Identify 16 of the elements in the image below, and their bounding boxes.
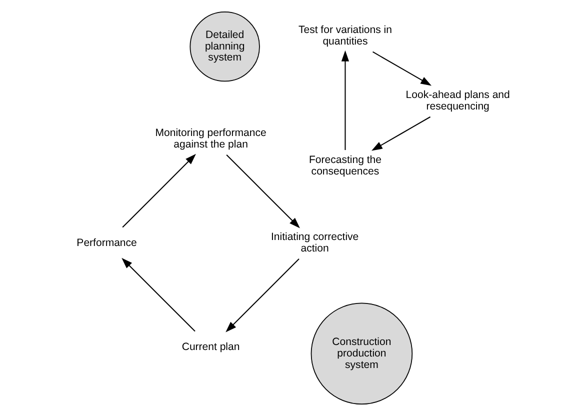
node-text: Forecasting the consequences xyxy=(308,154,381,178)
node-text: Test for variations in quantities xyxy=(298,24,392,48)
arrow xyxy=(121,258,195,332)
node-text: Look-ahead plans and resequencing xyxy=(405,88,510,112)
arrow xyxy=(372,51,432,86)
node-circle: Construction production system xyxy=(310,302,412,405)
node-text: Performance xyxy=(76,236,136,249)
node-text: Monitoring performance against the plan xyxy=(154,127,266,151)
node-text: Initiating corrective action xyxy=(270,231,358,255)
arrow xyxy=(340,50,349,150)
arrow xyxy=(226,154,300,228)
arrow xyxy=(122,154,196,228)
arrow xyxy=(371,116,430,151)
arrow xyxy=(225,258,299,332)
node-circle: Detailed planning system xyxy=(189,11,260,82)
node-text: Current plan xyxy=(181,340,240,353)
